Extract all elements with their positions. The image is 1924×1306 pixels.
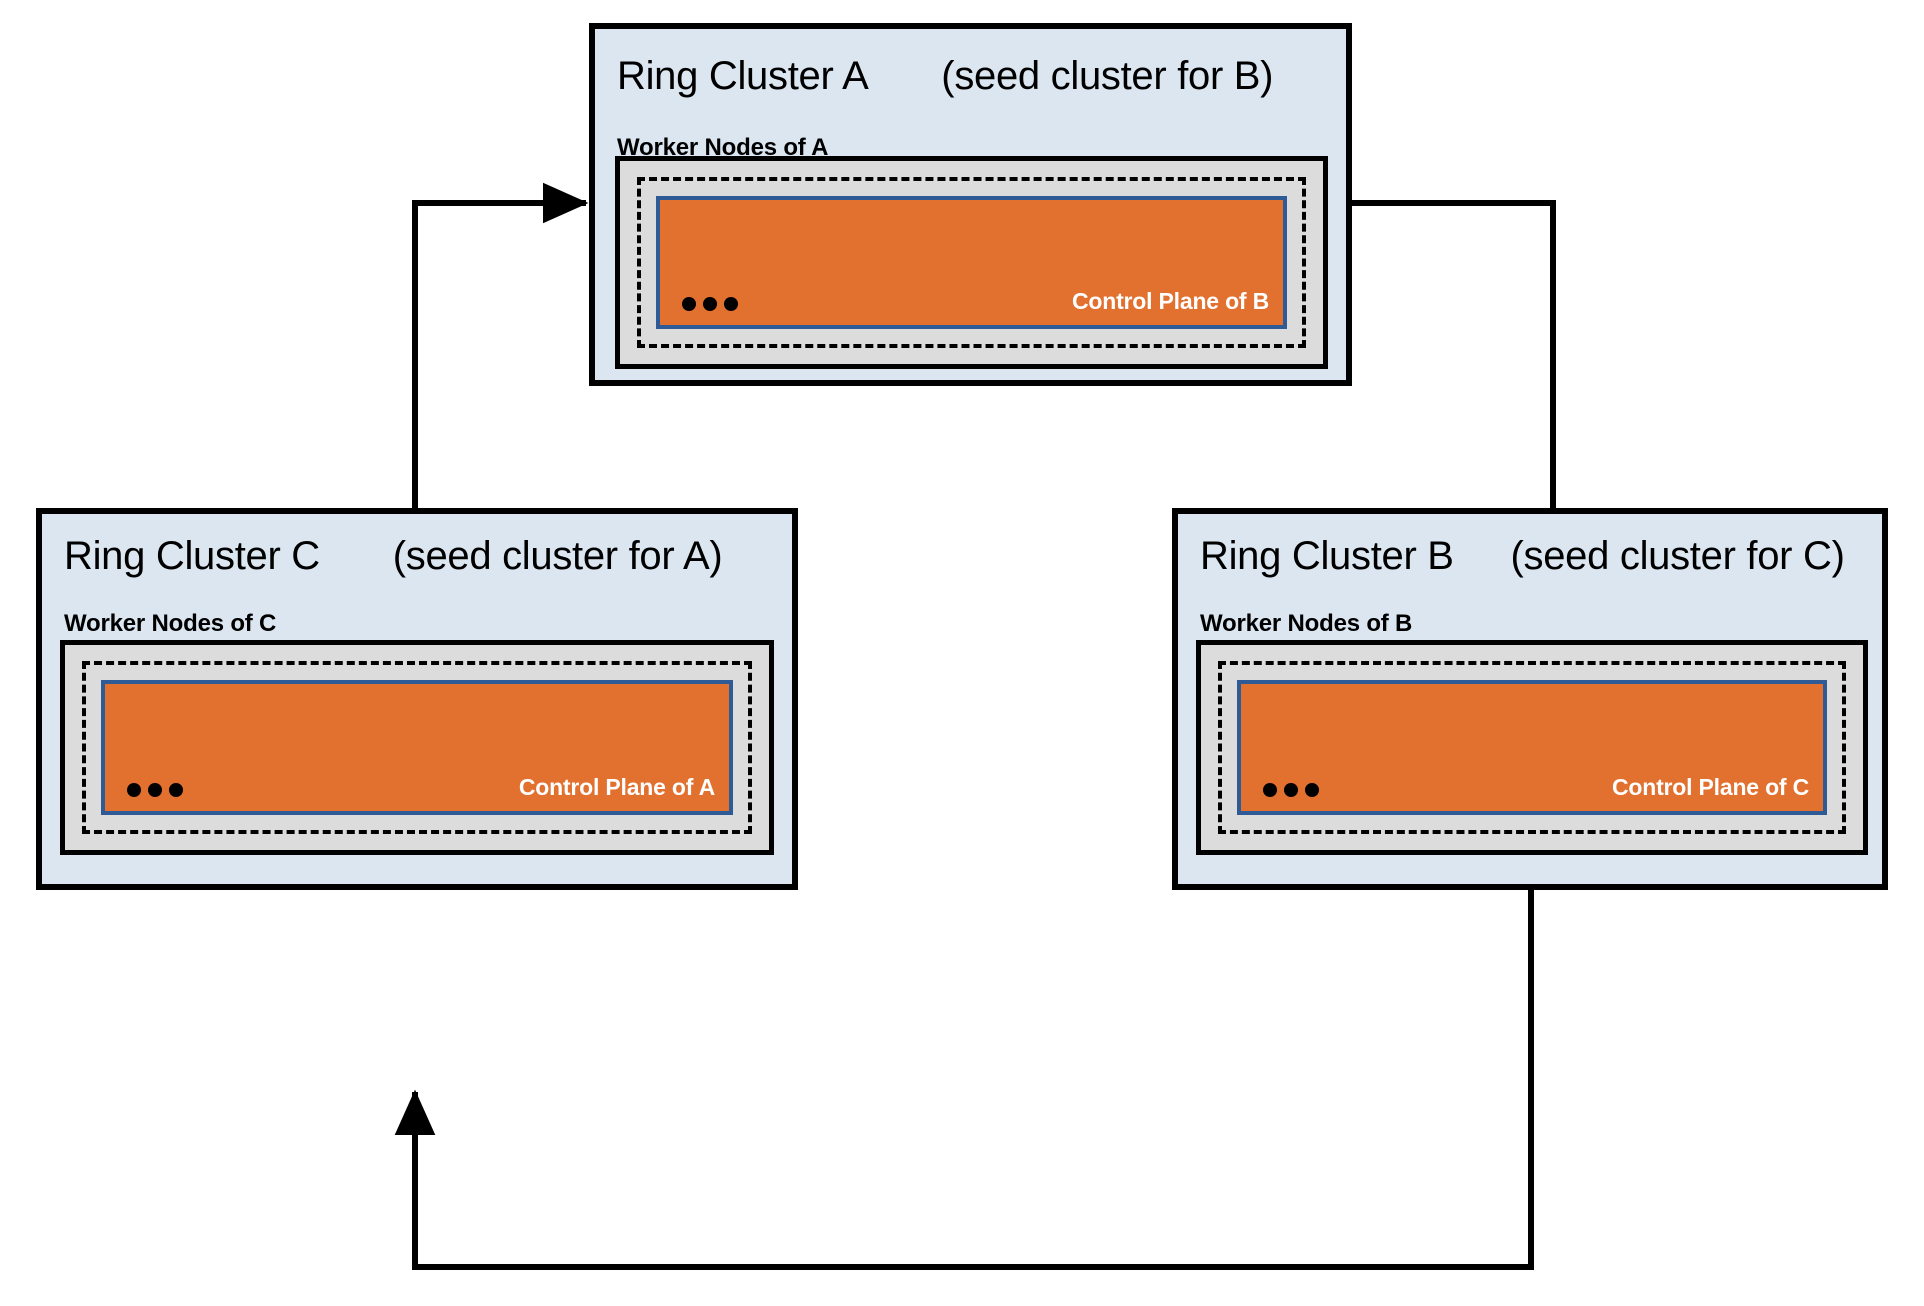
cluster-b-ellipsis-dots: [1263, 783, 1319, 797]
cluster-c[interactable]: Ring Cluster C (seed cluster for A) Work…: [36, 508, 798, 890]
cluster-b-seed-note: (seed cluster for C): [1510, 534, 1845, 578]
cluster-b-worker-nodes[interactable]: Control Plane of C: [1196, 640, 1868, 855]
cluster-b-worker-label: Worker Nodes of B: [1200, 610, 1413, 637]
cluster-a-worker-nodes[interactable]: Control Plane of B: [615, 156, 1328, 369]
cluster-b-name: Ring Cluster B: [1200, 534, 1454, 578]
cluster-a-ellipsis-dots: [682, 297, 738, 311]
arrow-b-to-c: [394, 878, 1534, 1270]
cluster-c-worker-nodes[interactable]: Control Plane of A: [60, 640, 774, 855]
cluster-c-node-boundary: Control Plane of A: [82, 661, 752, 834]
cluster-c-name: Ring Cluster C: [64, 534, 320, 578]
cluster-b-title: Ring Cluster B (seed cluster for C): [1200, 536, 1845, 576]
arrow-c-to-a: [412, 182, 589, 618]
cluster-b-node-boundary: Control Plane of C: [1218, 661, 1846, 834]
cluster-c-title: Ring Cluster C (seed cluster for A): [64, 534, 723, 578]
cluster-a-title: Ring Cluster A (seed cluster for B): [617, 54, 1274, 98]
arrow-a-to-b: [1352, 200, 1574, 619]
cluster-c-control-plane[interactable]: Control Plane of A: [101, 680, 733, 815]
cluster-c-ellipsis-dots: [127, 783, 183, 797]
cluster-c-worker-label: Worker Nodes of C: [64, 610, 277, 637]
cluster-a-seed-note: (seed cluster for B): [941, 54, 1274, 98]
cluster-b-control-plane[interactable]: Control Plane of C: [1237, 680, 1827, 815]
cluster-a-name: Ring Cluster A: [617, 54, 869, 98]
cluster-a-control-plane[interactable]: Control Plane of B: [656, 196, 1287, 329]
cluster-a-node-boundary: Control Plane of B: [637, 177, 1306, 348]
cluster-c-control-plane-label: Control Plane of A: [518, 774, 715, 800]
cluster-b-control-plane-label: Control Plane of C: [1611, 774, 1809, 800]
cluster-a[interactable]: Ring Cluster A (seed cluster for B) Work…: [589, 23, 1352, 386]
cluster-a-control-plane-label: Control Plane of B: [1071, 288, 1269, 314]
cluster-a-worker-label: Worker Nodes of A: [617, 134, 829, 161]
cluster-b[interactable]: Ring Cluster B (seed cluster for C) Work…: [1172, 508, 1888, 890]
cluster-c-seed-note: (seed cluster for A): [392, 534, 723, 578]
